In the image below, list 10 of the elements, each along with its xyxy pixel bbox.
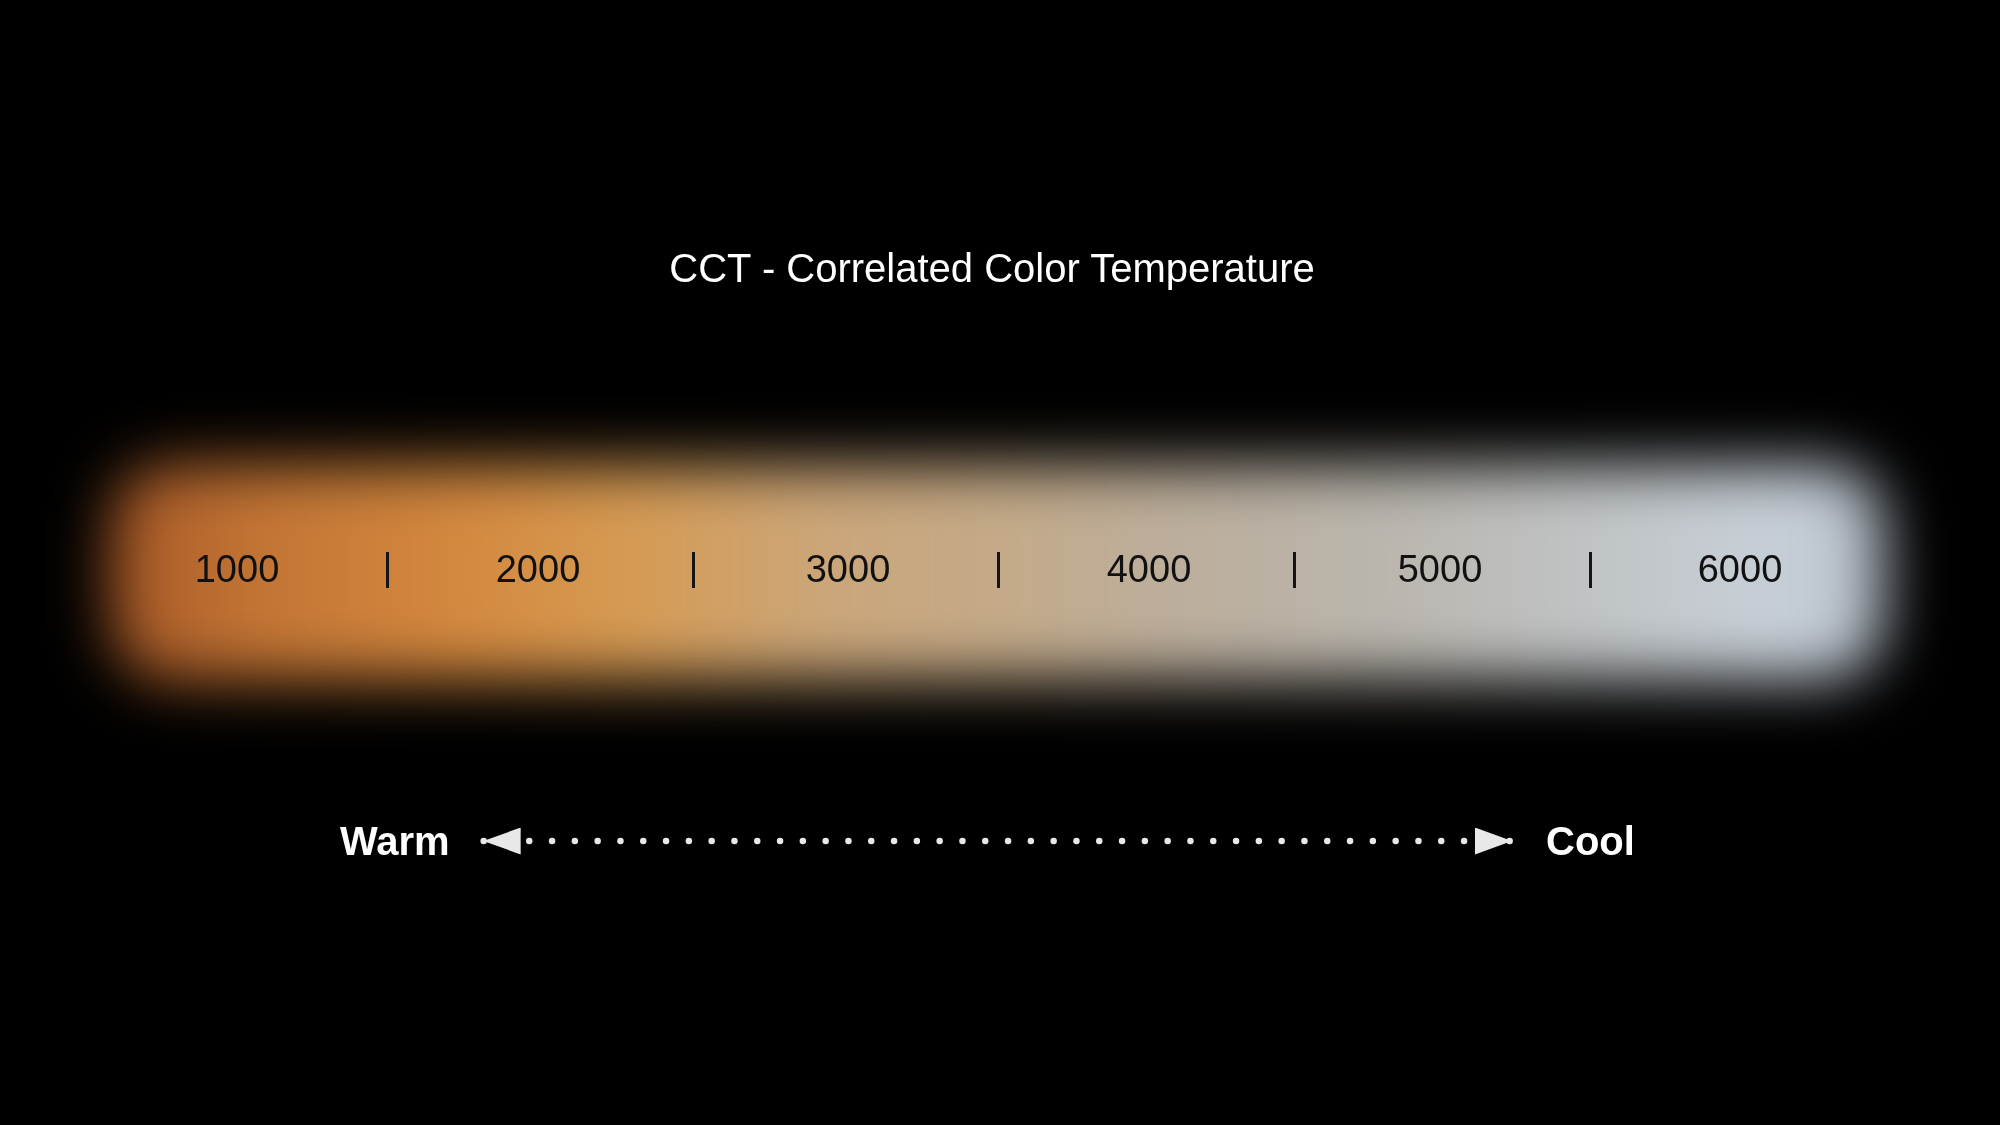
- temperature-value: 3000: [805, 547, 891, 591]
- temperature-value: 4000: [1106, 547, 1192, 591]
- dotted-double-arrow: [480, 827, 1516, 855]
- scale-end-label: Cool: [1546, 818, 1635, 864]
- temperature-value: 1000: [194, 547, 280, 591]
- temperature-value: 2000: [495, 547, 581, 591]
- title: CCT - Correlated Color Temperature: [669, 245, 1315, 291]
- temperature-value: 6000: [1697, 547, 1783, 591]
- scale-end-label: Warm: [340, 818, 450, 864]
- temperature-value: 5000: [1397, 547, 1483, 591]
